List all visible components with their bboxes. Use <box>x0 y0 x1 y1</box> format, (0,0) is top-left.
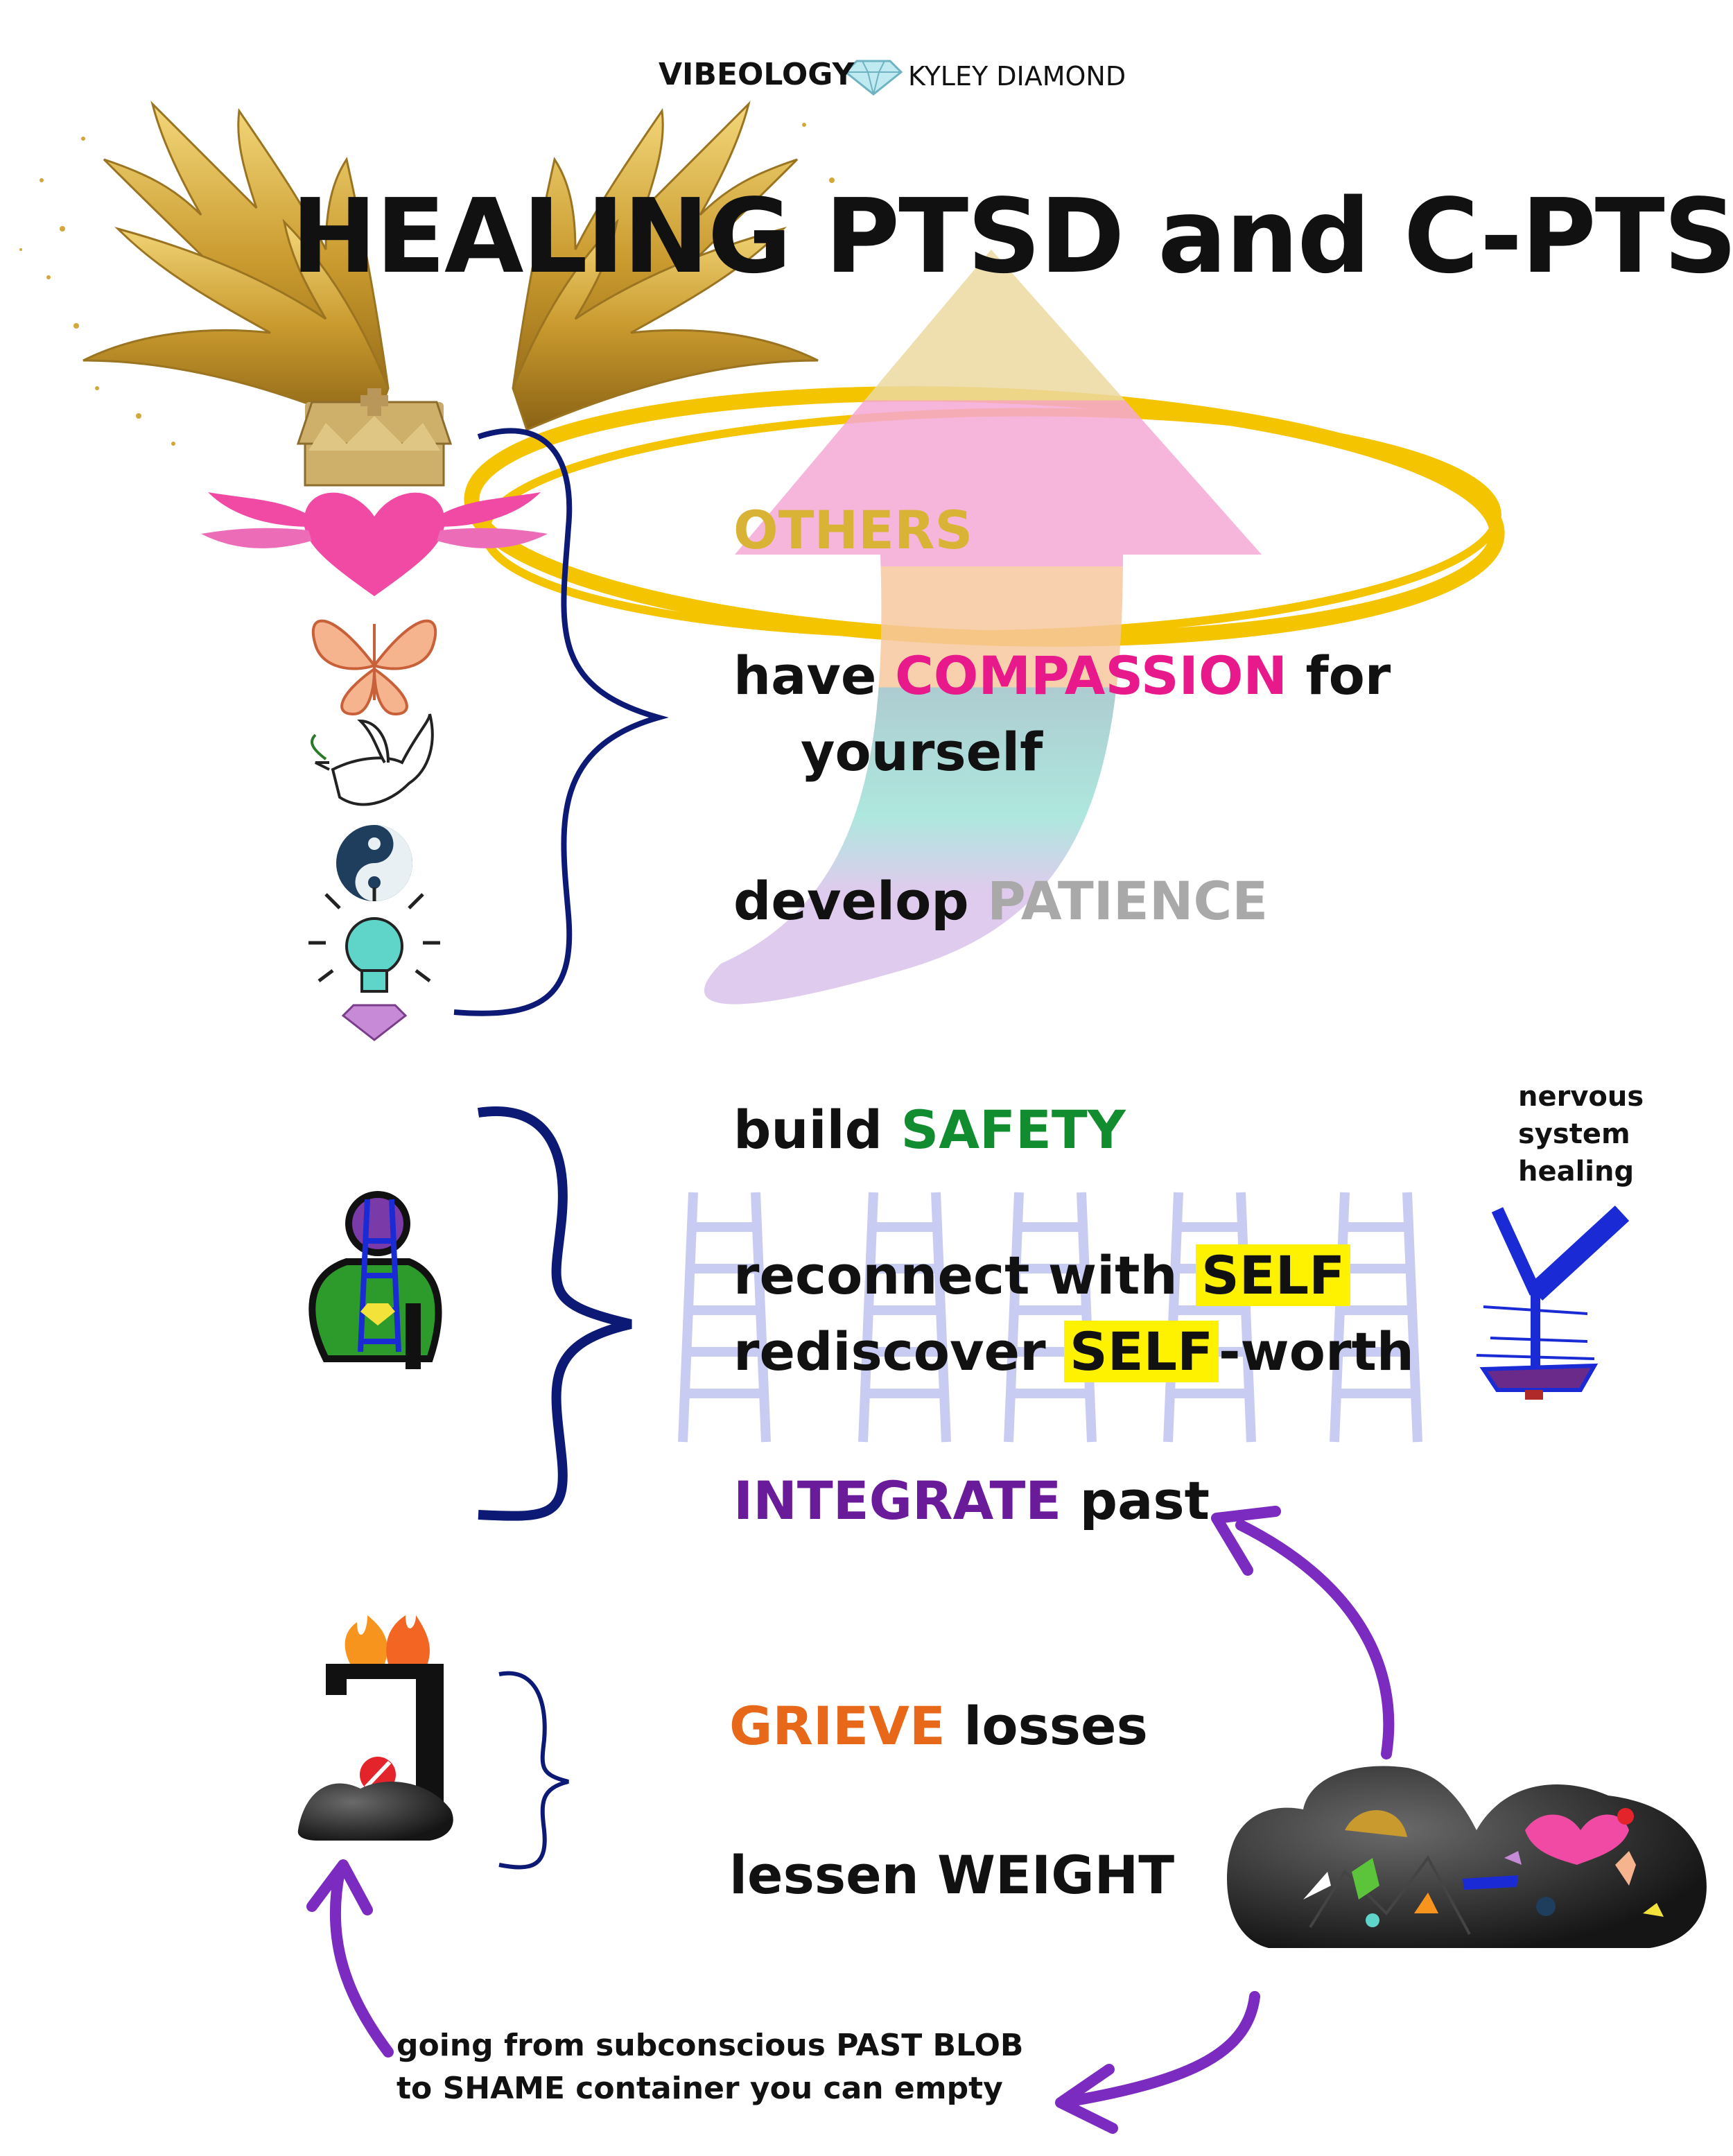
rediscover-post: -worth <box>1219 1321 1414 1382</box>
integrate-post: past <box>1061 1470 1210 1531</box>
bottom-caption: going from subconscious PAST BLOB to SHA… <box>397 2024 1023 2110</box>
note-line-2: system <box>1518 1118 1630 1150</box>
safety-key: SAFETY <box>900 1099 1126 1160</box>
winged-heart-icon <box>201 492 548 596</box>
ladder-icon <box>1004 1192 1097 1443</box>
page-title: HEALING PTSD and C-PTSD <box>291 177 1733 296</box>
top-brace <box>453 428 669 1016</box>
ladder-icon <box>1330 1192 1422 1443</box>
grieve-line: GRIEVE losses <box>729 1695 1148 1757</box>
grieve-key: GRIEVE <box>729 1695 946 1757</box>
compassion-pre: have <box>733 645 895 706</box>
brand-right: KYLEY DIAMOND <box>908 61 1126 92</box>
compassion-post: for <box>1287 645 1391 706</box>
brand-left: VIBEOLOGY <box>659 57 855 92</box>
patience-pre: develop <box>733 870 988 932</box>
patience-key: PATIENCE <box>987 870 1269 932</box>
integrate-key: INTEGRATE <box>733 1470 1062 1531</box>
coal-pile-icon <box>1227 1766 1707 1948</box>
others-text: OTHERS <box>733 499 973 561</box>
ladder-group <box>678 1192 1422 1443</box>
lightbulb-icon <box>308 887 440 993</box>
compassion-yourself: yourself <box>801 721 1043 783</box>
ladder-icon <box>858 1192 951 1443</box>
compassion-line: have COMPASSION for <box>733 645 1391 706</box>
diamond-logo-icon <box>844 60 903 96</box>
ladder-icon <box>678 1192 771 1443</box>
caption-line-2: to SHAME container you can empty <box>397 2071 1003 2106</box>
reconnect-key: SELF <box>1196 1244 1351 1306</box>
angel-wings-icon <box>19 101 855 446</box>
rediscover-pre: rediscover <box>733 1321 1065 1382</box>
ladder-icon <box>1163 1192 1256 1443</box>
butterfly-icon <box>311 619 437 716</box>
note-line-3: healing <box>1518 1156 1635 1188</box>
purple-arrows <box>306 1506 1395 2134</box>
brand-bar: VIBEOLOGY <box>659 57 854 92</box>
patience-line: develop PATIENCE <box>733 870 1268 932</box>
dove-icon <box>311 713 434 806</box>
nervous-system-note: nervous system healing <box>1518 1078 1644 1190</box>
person-with-ladder-icon <box>308 1191 442 1369</box>
rainbow-arrow-icon <box>704 250 1262 1005</box>
weight-text: lessen WEIGHT <box>729 1844 1175 1906</box>
grieve-post: losses <box>945 1695 1148 1757</box>
reconnect-pre: reconnect with <box>733 1244 1196 1306</box>
rediscover-key: SELF <box>1064 1321 1219 1382</box>
yin-yang-icon <box>336 825 412 901</box>
safety-line: build SAFETY <box>733 1099 1126 1160</box>
note-line-1: nervous <box>1518 1081 1644 1113</box>
others-label: OTHERS <box>733 499 973 561</box>
diamond-icon <box>341 1004 408 1041</box>
nervous-system-icon <box>1476 1205 1630 1400</box>
brand-right-wrap: KYLEY DIAMOND <box>908 61 1126 92</box>
reconnect-line: reconnect with SELF <box>733 1244 1351 1306</box>
shame-container-fire-icon <box>297 1615 453 1841</box>
compassion-line-2: yourself <box>801 721 1043 783</box>
middle-brace <box>477 1106 632 1521</box>
bottom-brace <box>498 1671 569 1870</box>
weight-line: lessen WEIGHT <box>729 1844 1174 1906</box>
compassion-key: COMPASSION <box>894 645 1288 706</box>
safety-pre: build <box>733 1099 901 1160</box>
rediscover-line: rediscover SELF-worth <box>733 1321 1414 1382</box>
integrate-line: INTEGRATE past <box>733 1470 1210 1531</box>
caption-line-1: going from subconscious PAST BLOB <box>397 2028 1024 2063</box>
crown-icon <box>296 388 453 487</box>
